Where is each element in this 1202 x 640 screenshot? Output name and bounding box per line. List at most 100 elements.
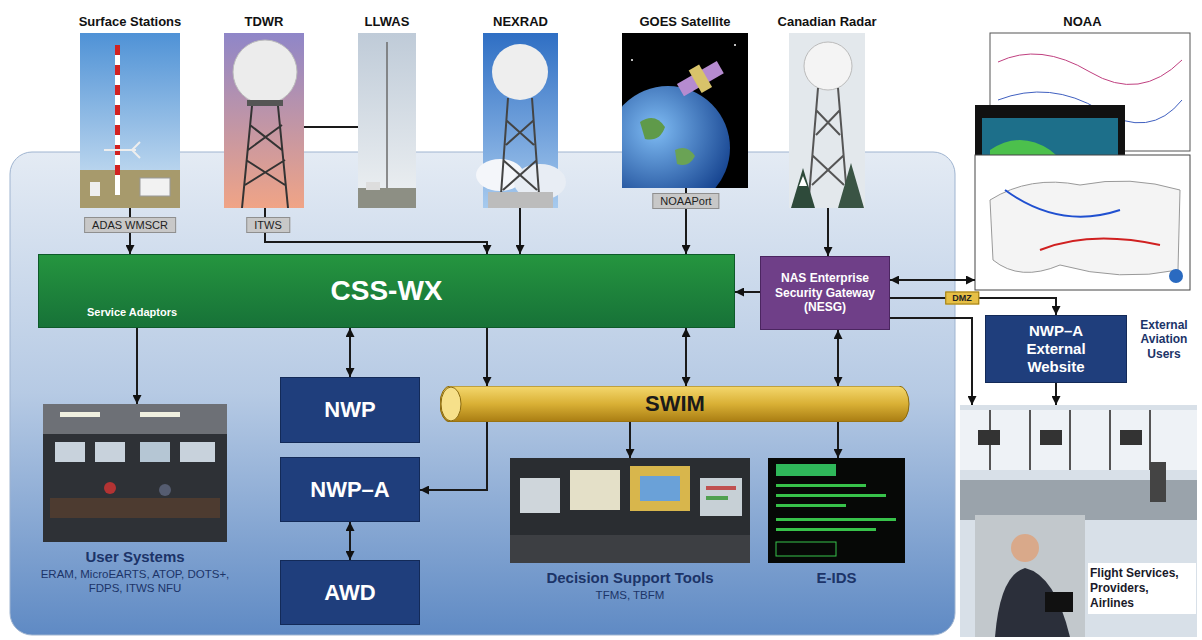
- tree: [791, 168, 815, 208]
- building: [488, 192, 553, 208]
- connector: [735, 291, 760, 293]
- sky: [358, 33, 416, 208]
- monitor: [55, 442, 85, 462]
- mast-stripe: [115, 65, 120, 75]
- photo-heading: Surface Stations: [79, 14, 182, 29]
- photo-heading: Canadian Radar: [778, 14, 877, 29]
- desk: [50, 498, 220, 518]
- screen-header: [776, 464, 836, 476]
- photo-panel: Flight Services, Providers, Airlines: [960, 405, 1197, 637]
- bus-label: SWIM: [645, 391, 705, 417]
- photo-panel: User SystemsERAM, MicroEARTS, ATOP, DOTS…: [43, 404, 227, 542]
- mast-stripe: [115, 45, 120, 55]
- radome: [804, 42, 852, 90]
- screen-bar: [706, 486, 736, 490]
- screen-line: [776, 504, 846, 507]
- shed: [140, 178, 170, 196]
- light: [60, 412, 100, 417]
- controller: [1150, 462, 1166, 502]
- edge-tag: ADAS WMSCR: [84, 217, 176, 233]
- monitor: [570, 470, 620, 510]
- box-label: NAS Enterprise Security Gateway (NESG): [767, 271, 883, 314]
- star: [734, 44, 736, 46]
- screen-line: [776, 494, 886, 497]
- ceiling: [43, 404, 227, 434]
- solar-panel: [677, 61, 724, 96]
- process-box: NWP: [280, 377, 420, 443]
- decision-tools-photo: [510, 458, 750, 563]
- box-label: NWP–A External Website: [1006, 322, 1106, 376]
- monitor: [630, 466, 690, 511]
- connector: [685, 328, 687, 386]
- connector: [629, 422, 631, 458]
- bus-cylinder: SWIM: [440, 386, 910, 422]
- screen-box: [776, 542, 836, 556]
- sky: [789, 33, 865, 208]
- windows: [960, 410, 1197, 470]
- platform: [247, 100, 283, 106]
- side-note: External Aviation Users: [1131, 318, 1197, 361]
- nexrad-photo: [476, 33, 566, 208]
- ground: [80, 170, 180, 208]
- edge-tag: DMZ: [945, 292, 979, 305]
- building: [366, 182, 380, 190]
- edge-tag: NOAAPort: [652, 193, 719, 209]
- photo-panel: Decision Support ToolsTFMS, TBFM: [510, 458, 750, 563]
- connector: [349, 328, 351, 377]
- box-label: AWD: [324, 580, 375, 606]
- radome: [233, 40, 297, 104]
- photo-panel: Canadian Radar: [789, 33, 865, 208]
- front-line: [1005, 190, 1120, 217]
- sky: [224, 33, 304, 208]
- monitor: [520, 478, 560, 513]
- screen-line: [776, 484, 866, 487]
- bar-title: CSS-WX: [39, 275, 734, 307]
- mast-stripe: [115, 85, 120, 95]
- website-box: NWP–A External Website: [985, 315, 1127, 383]
- monitor: [978, 430, 1000, 445]
- mast-stripe: [115, 125, 120, 135]
- anemometer: [104, 142, 140, 158]
- connector: [136, 328, 138, 404]
- tower-cab-photo: [960, 405, 1197, 637]
- light: [140, 412, 180, 417]
- mast-stripe: [115, 165, 120, 175]
- process-box: NWP–A: [280, 457, 420, 522]
- screen-line: [776, 518, 896, 521]
- map-line: [998, 54, 1182, 85]
- pole: [386, 42, 388, 192]
- radome: [492, 44, 548, 100]
- room: [43, 404, 227, 542]
- mast-stripe: [115, 105, 120, 115]
- connector: [349, 522, 351, 560]
- photo-panel: NOAA: [975, 33, 1190, 290]
- screen-bar: [706, 496, 728, 500]
- land: [675, 148, 695, 165]
- connector: [486, 328, 488, 386]
- photo-heading: GOES Satellite: [639, 14, 730, 29]
- logo: [1169, 269, 1183, 283]
- room: [960, 405, 1197, 637]
- system-region: [10, 152, 955, 635]
- photo-heading: TDWR: [245, 14, 284, 29]
- surface-station-photo: [80, 33, 180, 208]
- sky: [80, 33, 180, 208]
- photo-caption: E-IDS: [768, 569, 905, 588]
- gateway-box: NAS Enterprise Security Gateway (NESG): [760, 256, 890, 330]
- photo-panel: Surface Stations: [80, 33, 180, 208]
- connector: [837, 422, 839, 458]
- connector: [827, 208, 829, 256]
- photo-subcaption: ERAM, MicroEARTS, ATOP, DOTS+, FDPS, ITW…: [29, 567, 241, 596]
- mast: [115, 45, 120, 195]
- service-bar: CSS-WXService Adaptors: [38, 254, 735, 328]
- connector: [837, 330, 839, 386]
- photo-panel: E-IDS: [768, 458, 905, 563]
- lattice-tower: [500, 98, 540, 208]
- front-line: [1040, 239, 1160, 250]
- photo-panel: LLWAS: [358, 33, 416, 208]
- monitor: [1120, 430, 1142, 445]
- instrument: [90, 182, 100, 196]
- tree: [838, 163, 864, 208]
- screen-line: [776, 528, 876, 531]
